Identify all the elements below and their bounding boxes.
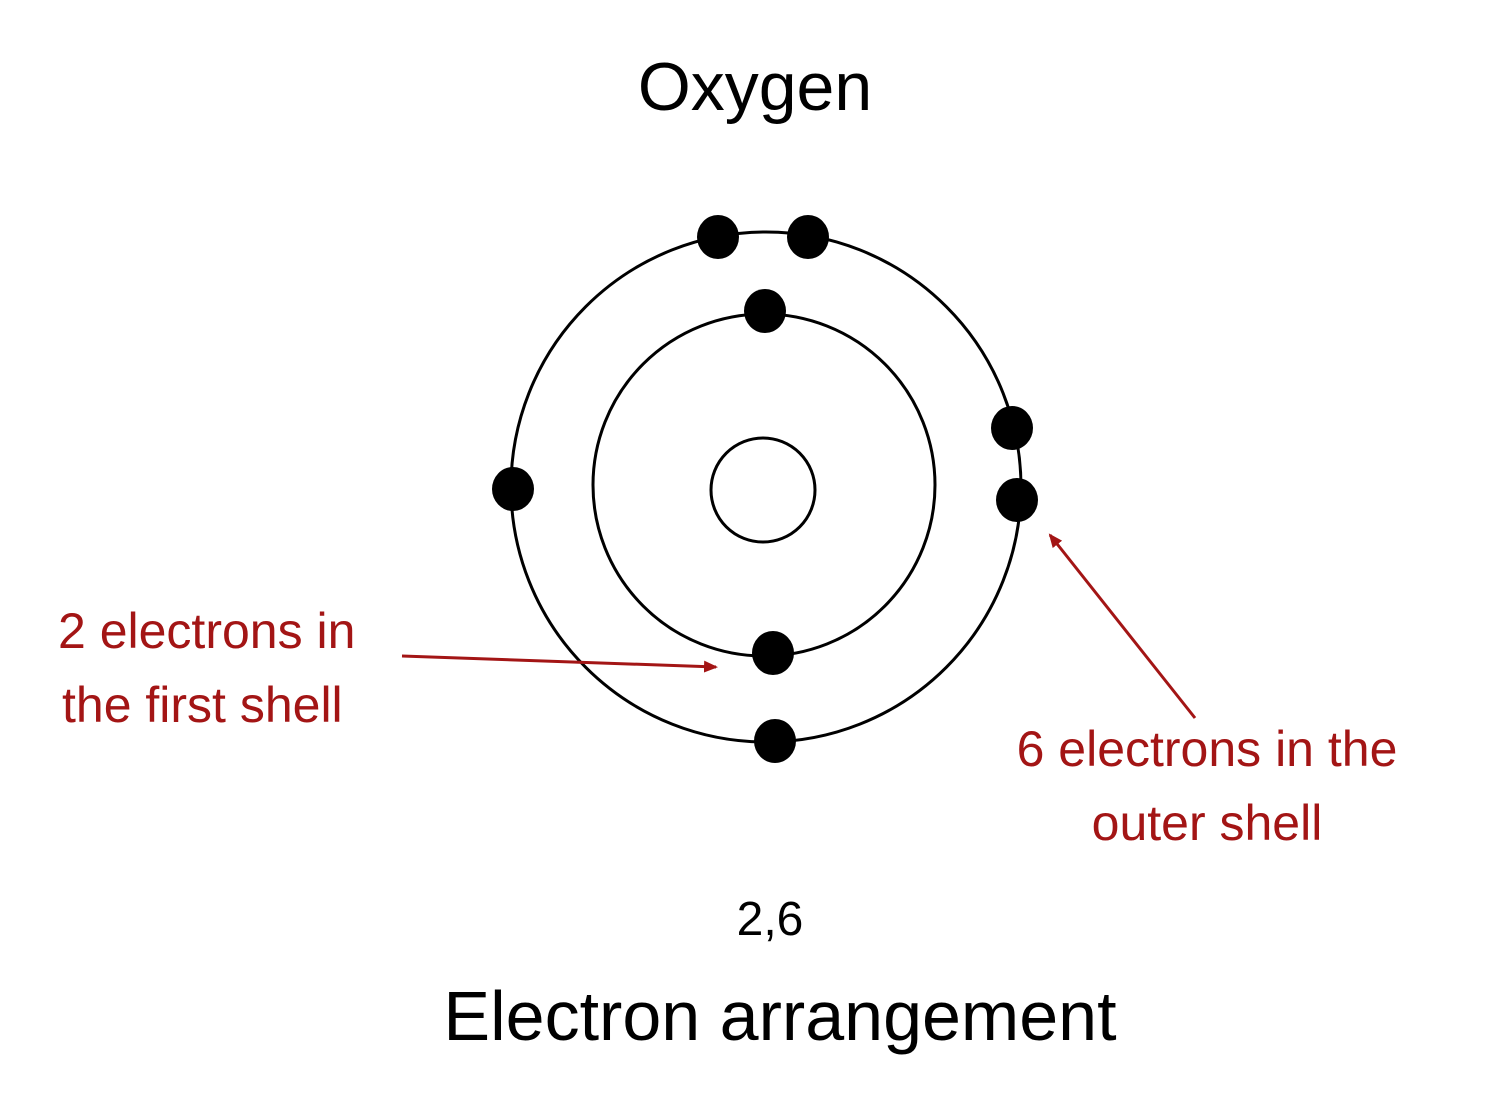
electron bbox=[752, 631, 794, 675]
outer-shell-annotation-line2: outer shell bbox=[1092, 795, 1323, 851]
first-shell-ring bbox=[591, 312, 937, 658]
electron bbox=[996, 478, 1038, 522]
first-shell-annotation-line1: 2 electrons in bbox=[58, 603, 355, 659]
electron bbox=[697, 215, 739, 259]
electron bbox=[754, 719, 796, 763]
diagram-caption: Electron arrangement bbox=[443, 977, 1116, 1055]
electron bbox=[991, 406, 1033, 450]
first-shell-electrons bbox=[744, 289, 794, 675]
first-shell-arrow bbox=[401, 654, 718, 673]
electron bbox=[787, 215, 829, 259]
outer-shell-arrow bbox=[1048, 533, 1197, 719]
outer-shell-annotation-line1: 6 electrons in the bbox=[1017, 721, 1398, 777]
electron bbox=[492, 467, 534, 511]
electron-configuration: 2,6 bbox=[737, 893, 804, 946]
first-shell-annotation: 2 electrons in the first shell bbox=[58, 603, 355, 733]
electron bbox=[744, 289, 786, 333]
outer-shell-electrons bbox=[492, 215, 1038, 763]
nucleus bbox=[709, 436, 817, 544]
outer-shell-annotation: 6 electrons in the outer shell bbox=[1017, 721, 1398, 851]
first-shell-annotation-line2: the first shell bbox=[62, 677, 343, 733]
diagram-title: Oxygen bbox=[638, 49, 872, 125]
